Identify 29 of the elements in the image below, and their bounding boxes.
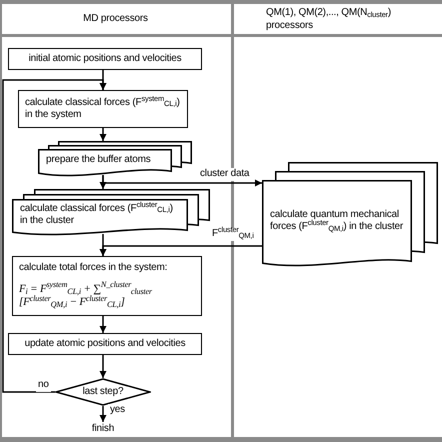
edge-label: yes: [108, 404, 127, 416]
arrow: [100, 128, 106, 141]
process-box: [8, 333, 202, 355]
arrow: [100, 316, 106, 333]
stacked-document-shape: [262, 162, 438, 268]
node-text: finish: [92, 422, 114, 436]
column-header: MD processors: [83, 12, 148, 26]
column-header: QM(1), QM(2),..., QM(N$_{cluster}$) processors: [266, 7, 392, 32]
arrow: [100, 406, 106, 422]
node-text: calculate classical forces (F$^{system}$$_{CL,i}$) in the system: [25, 96, 181, 122]
process-box: [18, 90, 188, 128]
stacked-document-shape: [12, 189, 210, 237]
node-text: calculate quantum mechanical forces (F$^{cluster}$$_{QM,i}$) in the cluster: [270, 208, 404, 234]
process-box: [12, 256, 202, 316]
arrow: [102, 175, 262, 186]
edge-label: cluster data: [198, 168, 252, 180]
arrow: [100, 355, 106, 378]
decision-diamond: [55, 378, 151, 406]
node-text: last step?: [82, 386, 124, 398]
edge-label: no: [36, 379, 51, 392]
arrow: [100, 245, 262, 256]
arrow: [2, 79, 106, 393]
process-box: [8, 48, 202, 70]
stacked-document-shape: [38, 141, 192, 178]
node-text: prepare the buffer atoms: [46, 154, 152, 167]
node-text: calculate classical forces (F$^{cluster}$$_{CL,i}$) in the cluster: [20, 202, 174, 228]
node-text: calculate total forces in the system:: [19, 262, 168, 274]
node-text: initial atomic positions and velocities: [28, 52, 182, 66]
node-text: update atomic positions and velocities: [24, 338, 186, 350]
